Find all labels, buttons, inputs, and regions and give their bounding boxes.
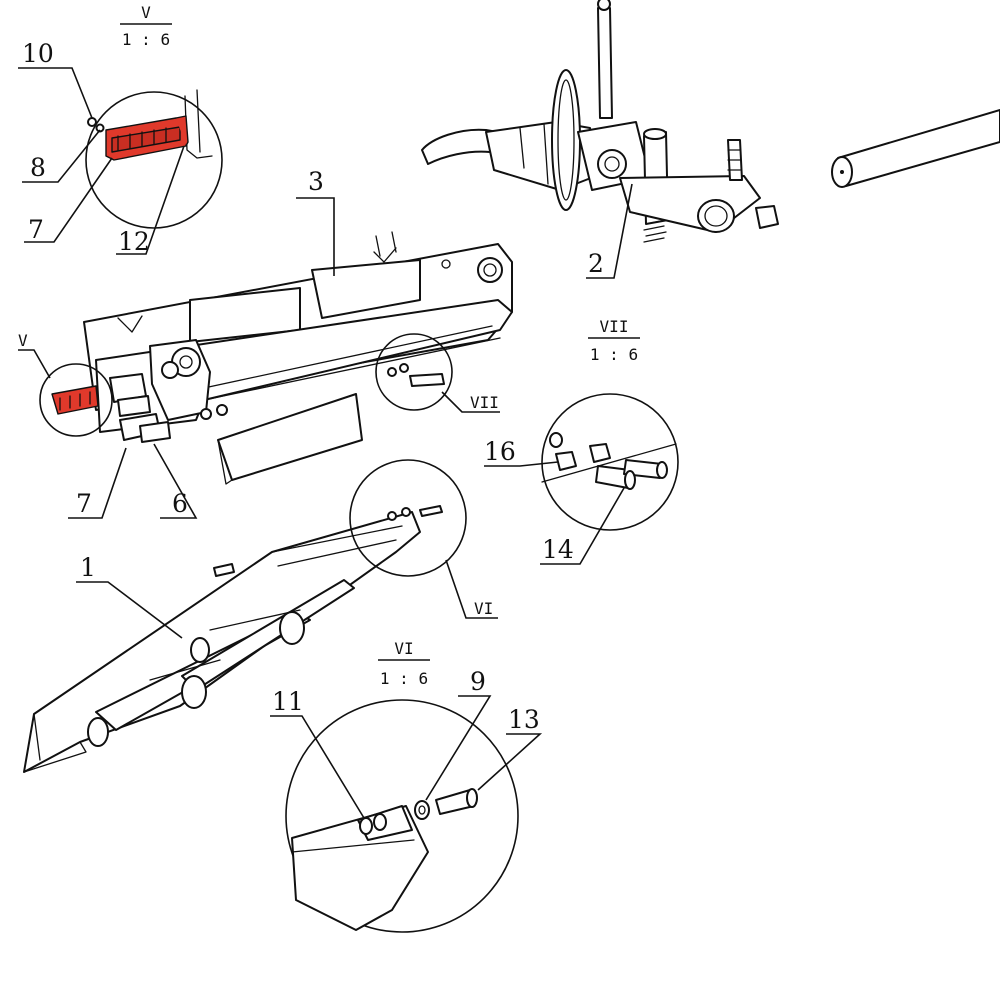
- marker-v-label: V: [18, 331, 28, 350]
- tube-end: [697, 199, 735, 233]
- detail-v-bracket-highlight: [105, 115, 189, 161]
- leader-1: [76, 581, 183, 639]
- frame-pivot-left-small: [161, 361, 179, 379]
- detail-vii-edge: [541, 443, 677, 483]
- rod: [831, 109, 1000, 188]
- label-12: 12: [118, 227, 150, 256]
- part-1-slide-plate: VI 1: [23, 459, 498, 773]
- detail-vi-circle: [285, 699, 519, 933]
- clamp-arm: [619, 175, 761, 233]
- frame-bracket-highlight: [51, 385, 99, 415]
- detail-vi-washer: [373, 813, 387, 831]
- roller-3: [87, 717, 109, 747]
- label-13: 13: [508, 705, 540, 734]
- marker-vii-leader: [441, 391, 500, 413]
- leader-10: [18, 67, 93, 119]
- label-6: 6: [172, 489, 188, 518]
- detail-v: V 1 : 6 10 8 7 12: [18, 3, 223, 256]
- detail-vi: VI 1 : 6 11 9 13: [270, 639, 543, 933]
- leader-13: [477, 733, 543, 791]
- slide-bolt: [213, 563, 235, 577]
- marker-vii-circle: [375, 333, 453, 411]
- marker-vii-label: VII: [470, 393, 499, 412]
- detail-vii-circle: [541, 393, 679, 531]
- label-10: 10: [22, 39, 54, 68]
- leader-6: [153, 443, 198, 519]
- detail-vii-scale: 1 : 6: [590, 345, 638, 364]
- slide-plate-top-lines: [271, 525, 403, 567]
- label-7-detail: 7: [28, 215, 44, 244]
- detail-v-nut: [87, 117, 97, 127]
- marker-vii-pin: [409, 373, 445, 387]
- detail-vi-nut-11: [359, 817, 373, 835]
- clamp-disc: [551, 69, 581, 211]
- detail-v-circle: [85, 91, 223, 229]
- label-16: 16: [484, 437, 516, 466]
- leader-9: [425, 695, 492, 801]
- label-7-main: 7: [76, 489, 92, 518]
- label-14: 14: [542, 535, 574, 564]
- roller-4: [190, 637, 210, 663]
- spring-coils: [643, 219, 667, 243]
- detail-vi-title: VI: [394, 639, 413, 658]
- roller-1: [279, 611, 305, 645]
- marker-v-leader: [18, 349, 51, 379]
- frame-pivot-right: [477, 257, 503, 283]
- roller-2: [181, 675, 207, 709]
- frame-block-lower: [117, 395, 151, 417]
- marker-vi-bolt: [419, 505, 443, 517]
- leader-14: [540, 487, 625, 565]
- leader-8: [22, 129, 101, 183]
- leader-11: [270, 715, 365, 819]
- leader-3: [296, 197, 335, 276]
- rod-center: [840, 170, 844, 174]
- spring-post-top: [643, 128, 667, 140]
- detail-v-washer: [95, 123, 105, 133]
- label-1: 1: [80, 553, 96, 582]
- detail-v-wall-edge: [196, 89, 201, 153]
- leader-2: [586, 183, 633, 279]
- detail-vii-hole: [549, 432, 563, 448]
- label-8: 8: [30, 153, 46, 182]
- label-9: 9: [470, 667, 486, 696]
- detail-vii-title: VII: [600, 317, 629, 336]
- lever-knob: [597, 0, 611, 11]
- frame-divider-right: [311, 259, 421, 319]
- part-3-frame: V VII 3 7 6: [18, 167, 513, 519]
- detail-vi-plate: [291, 805, 429, 931]
- detail-v-title: V: [141, 3, 151, 22]
- label-2: 2: [588, 249, 604, 278]
- set-screw: [755, 205, 779, 229]
- leader-16: [484, 461, 559, 467]
- detail-vi-scale: 1 : 6: [380, 669, 428, 688]
- frame-front-lines: [203, 325, 501, 401]
- rod-body: [837, 109, 1000, 187]
- frame-fork: [375, 231, 397, 257]
- detail-v-scale: 1 : 6: [122, 30, 170, 49]
- marker-vi-circle: [349, 459, 467, 577]
- part-2-clamp-assembly: 2: [421, 0, 779, 279]
- detail-vii: VII 1 : 6 16 14: [484, 317, 679, 565]
- leader-7-detail: [24, 157, 113, 243]
- leader-7-main: [68, 447, 127, 519]
- detail-vii-nut-16: [555, 451, 577, 471]
- label-3: 3: [308, 167, 324, 196]
- lever-rod: [597, 7, 613, 119]
- frame-bottom-plate: [217, 393, 363, 481]
- label-11: 11: [272, 687, 304, 716]
- cam-lever: [597, 149, 627, 179]
- marker-vi-label: VI: [474, 599, 493, 618]
- marker-vi-leader: [445, 559, 498, 619]
- detail-vi-washer-9: [414, 800, 430, 820]
- slide-plate-edge: [23, 713, 87, 773]
- part-6-block: [139, 421, 171, 443]
- leader-12: [116, 145, 185, 255]
- detail-vii-nut: [589, 443, 611, 463]
- marker-v-circle: [39, 363, 113, 437]
